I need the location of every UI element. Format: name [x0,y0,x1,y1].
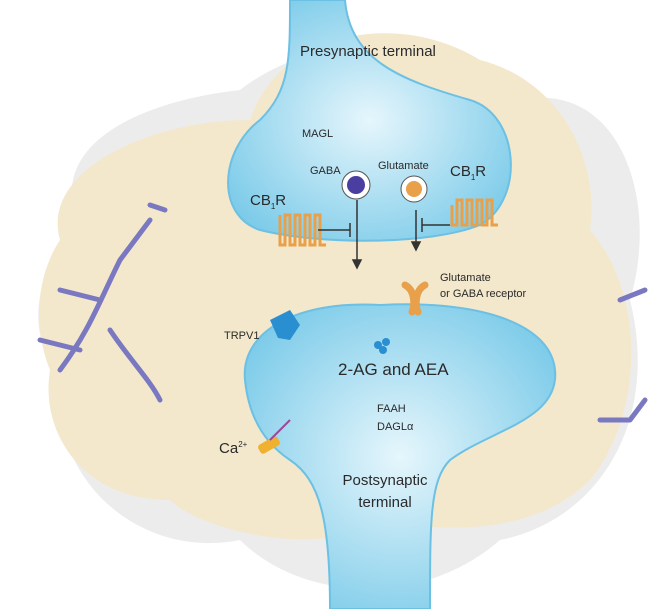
presynaptic-terminal [227,0,512,242]
inhibition-arrows [318,200,450,270]
trpv1-label: TRPV1 [224,330,260,342]
glutamate-gaba-receptor-icon [401,281,429,316]
dagl-label: DAGLα [377,421,414,433]
endocannabinoids-label: 2-AG and AEA [338,360,449,379]
cb1r-right-label-subscript: 1 [470,173,476,182]
magl-label: MAGL [302,128,334,140]
trpv1-channel-icon [270,310,300,340]
receptor-label-line-2: or GABA receptor [440,288,527,300]
cb1r-left-label-subscript: 1 [270,202,276,211]
cb1r-right-receptor-icon [450,198,498,227]
glutamate-vesicle-icon [400,175,428,203]
postsynaptic-terminal [243,303,557,609]
receptor-label: Glutamate or GABA receptor [440,270,526,302]
glutamate-label: Glutamate [378,160,429,172]
cb1r-right-label-text: CB [450,163,471,180]
postsynaptic-terminal-label: Postsynaptic terminal [342,472,428,511]
calcium-label-superscript: 2+ [238,440,248,449]
cb1r-left-label-text: CB [250,192,271,209]
calcium-label-text: Ca [219,440,239,457]
gaba-label: GABA [310,165,341,177]
cb1r-left-label: CB1R [250,192,286,211]
presynaptic-terminal-label: Presynaptic terminal [300,43,436,60]
endocannabinoid-molecule-icon [374,338,390,354]
calcium-channel-icon [258,419,291,454]
gaba-vesicle-icon [341,170,371,200]
cb1r-right-label: CB1R [450,163,486,182]
faah-label: FAAH [377,403,406,415]
cb1r-left-receptor-icon [278,213,326,247]
cb1r-right-label-suffix: R [475,163,487,180]
cb1r-left-label-suffix: R [275,192,287,209]
nerve-branches [37,202,648,423]
calcium-label: Ca2+ [219,440,247,457]
receptor-label-line-1: Glutamate [440,272,491,284]
